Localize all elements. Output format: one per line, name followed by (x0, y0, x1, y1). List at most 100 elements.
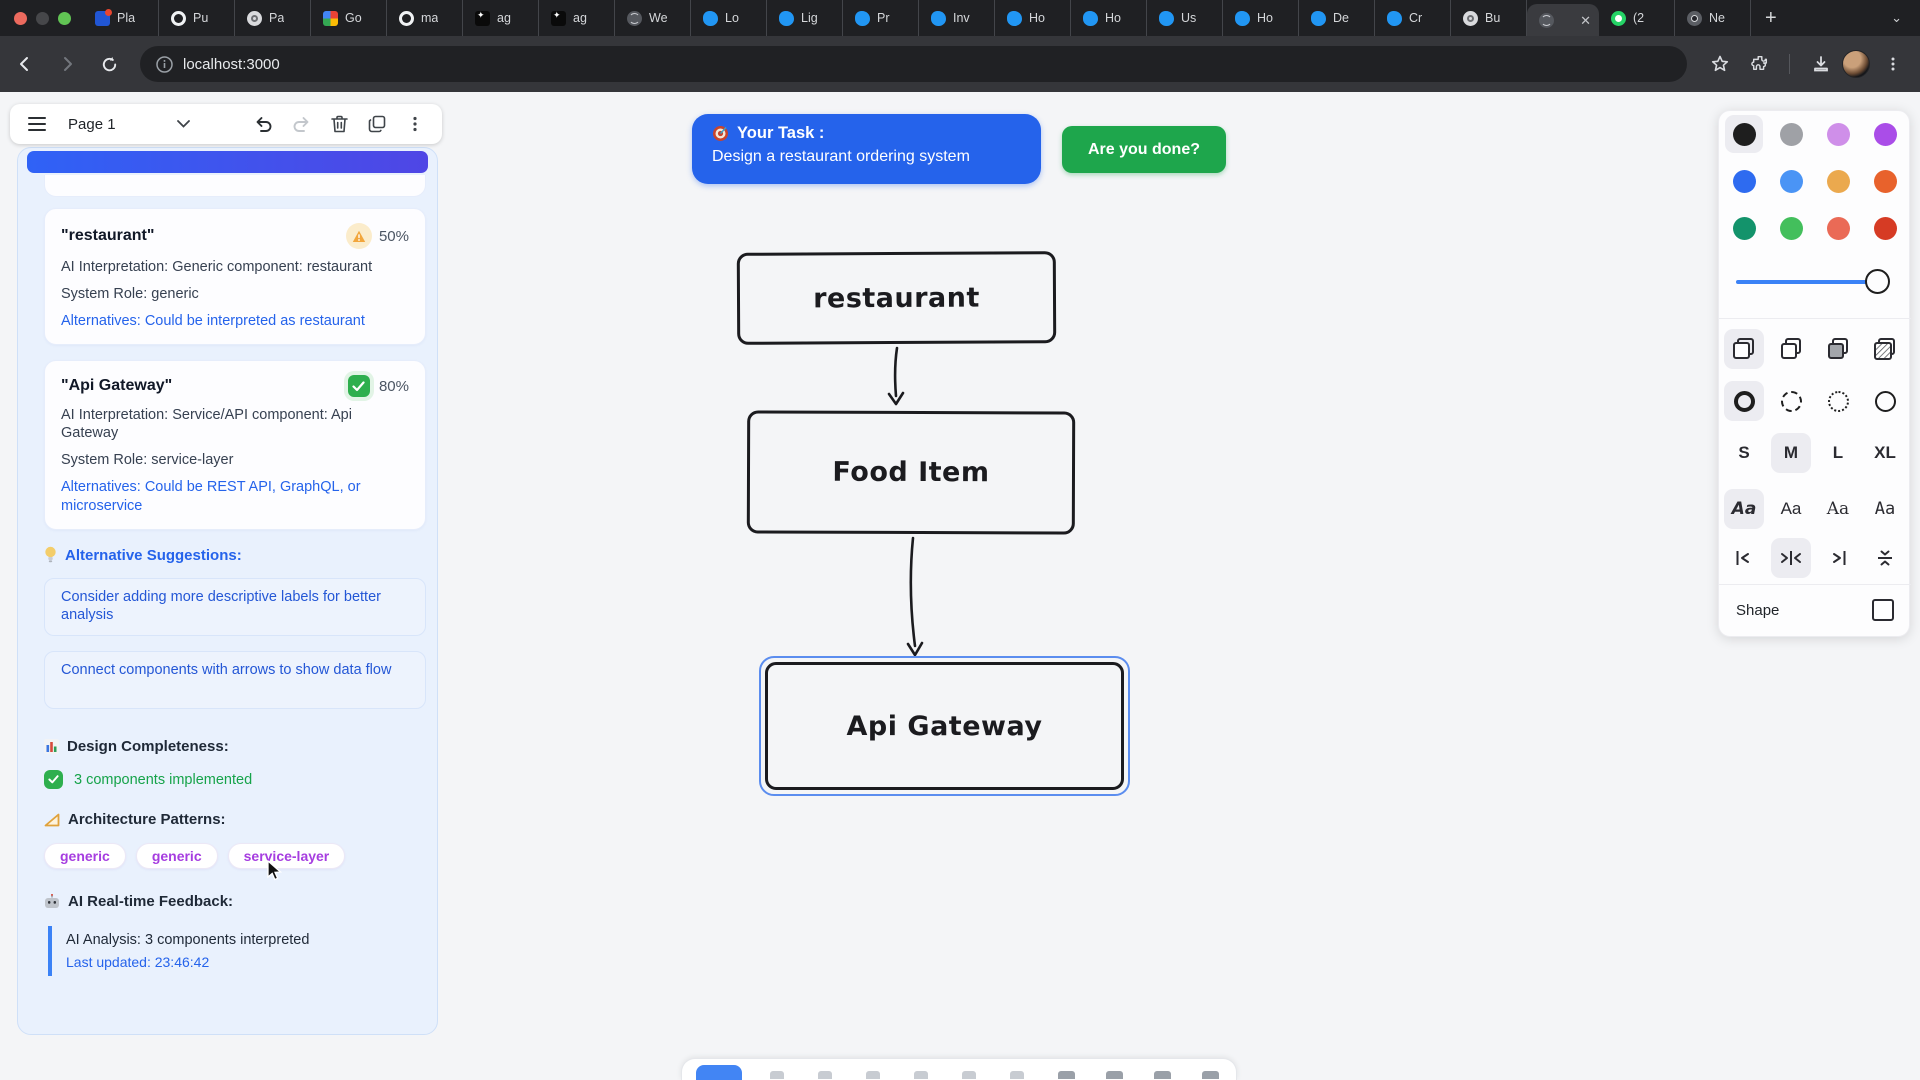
fill-semi-button[interactable] (1771, 329, 1811, 369)
site-info-icon[interactable] (156, 55, 173, 73)
browser-tab[interactable]: We (615, 0, 691, 36)
component-card-restaurant[interactable]: "restaurant" 50% AI Interpretation: Gene… (44, 208, 426, 346)
browser-tab[interactable]: Ne (1675, 0, 1751, 36)
browser-tab[interactable]: Go (311, 0, 387, 36)
close-window-button[interactable] (14, 11, 27, 25)
stroke-dashed-button[interactable] (1771, 381, 1811, 421)
browser-tab[interactable]: Bu (1451, 0, 1527, 36)
profile-avatar[interactable] (1842, 50, 1870, 78)
rectangle-tool-button[interactable] (1058, 1071, 1075, 1079)
zoom-window-button[interactable] (58, 11, 71, 25)
duplicate-button[interactable] (362, 109, 392, 139)
more-shapes-button[interactable] (1154, 1071, 1171, 1079)
size-l-button[interactable]: L (1832, 443, 1844, 462)
browser-tab[interactable]: Ho (995, 0, 1071, 36)
tab-search-chevron-icon[interactable]: ⌄ (1891, 10, 1902, 25)
font-sans-button[interactable]: Aa (1780, 499, 1802, 518)
suggestion-item[interactable]: Consider adding more descriptive labels … (44, 578, 426, 636)
browser-tab[interactable]: Lo (691, 0, 767, 36)
font-serif-button[interactable]: Aa (1826, 499, 1850, 519)
browser-tab[interactable]: (2 (1599, 0, 1675, 36)
font-draw-button[interactable]: Aa (1724, 489, 1764, 529)
downloads-icon[interactable] (1804, 47, 1838, 81)
size-m-button[interactable]: M (1771, 433, 1811, 473)
bookmark-star-icon[interactable] (1703, 47, 1737, 81)
color-light-violet[interactable] (1819, 115, 1857, 153)
arrow-tool-button[interactable] (914, 1071, 928, 1079)
color-blue[interactable] (1725, 162, 1763, 200)
new-tab-button[interactable]: + (1765, 6, 1777, 29)
browser-tab[interactable]: ag (463, 0, 539, 36)
browser-tab[interactable]: Pa (235, 0, 311, 36)
shape-rectangle-button[interactable] (1872, 599, 1894, 621)
vertical-align-button[interactable] (1865, 538, 1905, 578)
page-name[interactable]: Page 1 (68, 115, 116, 133)
ellipse-tool-button[interactable] (1106, 1071, 1123, 1079)
back-button[interactable] (8, 47, 42, 81)
opacity-slider-thumb[interactable] (1865, 269, 1890, 294)
browser-tab[interactable]: De (1299, 0, 1375, 36)
browser-tab[interactable]: Pu (159, 0, 235, 36)
are-you-done-button[interactable]: Are you done? (1062, 126, 1226, 173)
eraser-tool-button[interactable] (866, 1071, 880, 1079)
active-tab[interactable]: ✕ (1527, 4, 1599, 36)
reload-button[interactable] (92, 47, 126, 81)
browser-tab[interactable]: Ho (1071, 0, 1147, 36)
more-options-kebab-icon[interactable] (400, 109, 430, 139)
browser-tab[interactable]: ma (387, 0, 463, 36)
browser-tab[interactable]: ag (539, 0, 615, 36)
browser-tab[interactable]: Pr (843, 0, 919, 36)
color-light-red[interactable] (1819, 209, 1857, 247)
opacity-slider[interactable] (1736, 280, 1888, 284)
extensions-icon[interactable] (1743, 47, 1777, 81)
main-menu-hamburger-icon[interactable] (22, 109, 52, 139)
color-yellow[interactable] (1819, 162, 1857, 200)
text-tool-button[interactable] (962, 1071, 976, 1079)
browser-tab[interactable]: Lig (767, 0, 843, 36)
font-mono-button[interactable]: Aa (1874, 499, 1896, 519)
browser-tab[interactable]: Pla (83, 0, 159, 36)
color-light-blue[interactable] (1772, 162, 1810, 200)
color-gray[interactable] (1772, 115, 1810, 153)
color-violet[interactable] (1866, 115, 1904, 153)
address-bar[interactable]: localhost:3000 (140, 46, 1687, 82)
browser-tab[interactable]: Inv (919, 0, 995, 36)
redo-button[interactable] (286, 109, 316, 139)
fill-none-button[interactable] (1724, 329, 1764, 369)
component-card-api-gateway[interactable]: "Api Gateway" 80% AI Interpretation: Ser… (44, 360, 426, 530)
stroke-thin-button[interactable] (1865, 381, 1905, 421)
select-tool-button[interactable] (696, 1065, 742, 1080)
node-api-gateway[interactable]: Api Gateway (765, 662, 1124, 790)
color-light-green[interactable] (1772, 209, 1810, 247)
browser-tab[interactable]: Us (1147, 0, 1223, 36)
forward-button[interactable] (50, 47, 84, 81)
browser-tab[interactable]: Cr (1375, 0, 1451, 36)
color-red[interactable] (1866, 209, 1904, 247)
color-green[interactable] (1725, 209, 1763, 247)
size-xl-button[interactable]: XL (1874, 443, 1896, 462)
color-black[interactable] (1725, 115, 1763, 153)
minimize-window-button[interactable] (36, 11, 49, 25)
hand-tool-button[interactable] (770, 1071, 784, 1079)
color-orange[interactable] (1866, 162, 1904, 200)
align-right-button[interactable] (1818, 538, 1858, 578)
undo-button[interactable] (248, 109, 278, 139)
browser-menu-kebab-icon[interactable] (1876, 47, 1910, 81)
align-left-button[interactable] (1724, 538, 1764, 578)
node-food-item[interactable]: Food Item (746, 410, 1076, 535)
align-center-button[interactable] (1771, 538, 1811, 578)
page-menu-chevron-icon[interactable] (169, 109, 199, 139)
note-tool-button[interactable] (1010, 1071, 1024, 1079)
window-controls[interactable] (0, 11, 83, 25)
asset-tool-button[interactable] (1202, 1071, 1219, 1079)
browser-tab[interactable]: Ho (1223, 0, 1299, 36)
fill-solid-button[interactable] (1818, 329, 1858, 369)
stroke-dotted-button[interactable] (1818, 381, 1858, 421)
suggestion-item[interactable]: Connect components with arrows to show d… (44, 651, 426, 709)
stroke-bold-button[interactable] (1724, 381, 1764, 421)
delete-button[interactable] (324, 109, 354, 139)
size-s-button[interactable]: S (1738, 443, 1750, 462)
node-restaurant[interactable]: restaurant (736, 251, 1057, 345)
fill-pattern-button[interactable] (1865, 329, 1905, 369)
close-tab-icon[interactable]: ✕ (1580, 12, 1591, 28)
